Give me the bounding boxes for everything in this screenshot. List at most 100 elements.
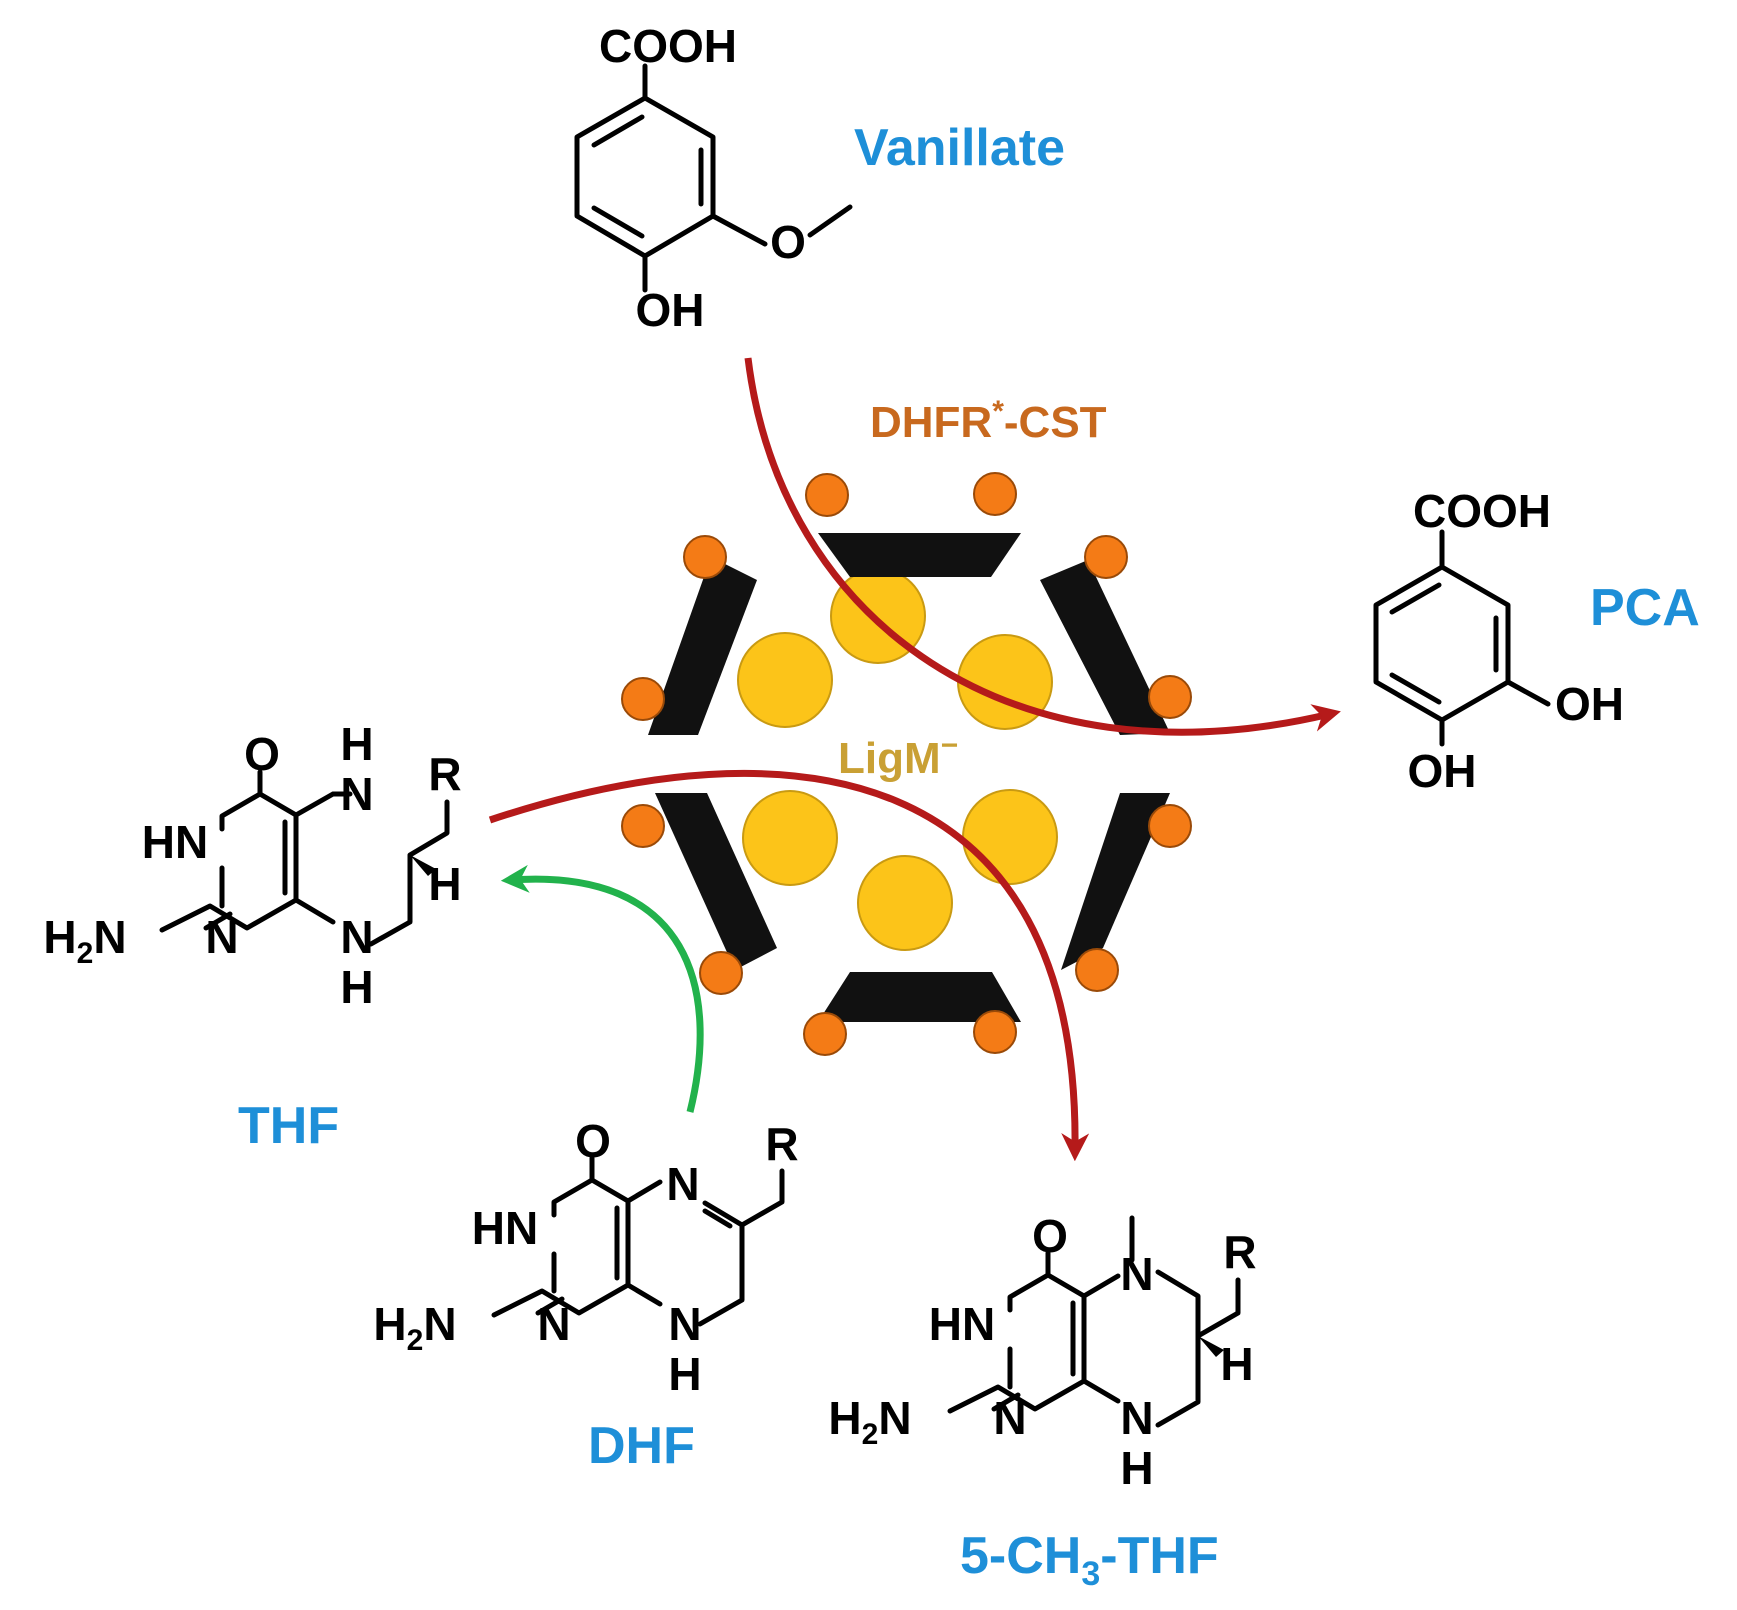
cage-node [973, 472, 1017, 516]
cage-nodes [621, 472, 1192, 1056]
enzyme-label-base: LigM [838, 734, 941, 783]
dhf-n8: N [668, 1298, 701, 1350]
methyl-thf-double-bonds [991, 1300, 1076, 1412]
cage-node [1075, 948, 1119, 992]
cage-node [683, 535, 727, 579]
thf-hn: HN [142, 816, 208, 868]
dhf-n-ring: N [537, 1298, 570, 1350]
vanillate-methoxy-o: O [770, 216, 806, 268]
cage-node [1148, 804, 1192, 848]
pca-structure: COOH OH OH [1373, 485, 1624, 797]
cage-struts [648, 533, 1170, 1022]
thf-wedge [410, 855, 436, 876]
thf-structure: O HN N H N N H H R H2N [43, 718, 461, 1013]
vanillate-label: Vanillate [854, 119, 1065, 177]
pca-oh-right: OH [1555, 678, 1624, 730]
cage-strut-upper-left [648, 557, 757, 735]
dhf-n8-h: H [668, 1348, 701, 1400]
thf-r: R [428, 748, 461, 800]
vanillate-inner-bonds [591, 114, 704, 239]
complex-label-suffix: -CST [1004, 398, 1107, 447]
enzyme-sphere [737, 632, 833, 728]
vanillate-to-pca-arrow [744, 357, 1341, 736]
cage-node [805, 473, 849, 517]
complex-label-superscript: * [992, 395, 1004, 428]
pca-label: PCA [1590, 579, 1700, 637]
thf-n5-h: H [340, 718, 373, 770]
methyl-thf-h2n-sub: 2 [862, 1418, 879, 1451]
thf-h-stereo: H [428, 858, 461, 910]
cage-node [1084, 535, 1128, 579]
thf-n8-h: H [340, 961, 373, 1013]
complex-label-base: DHFR [870, 398, 992, 447]
methyl-thf-hn: HN [929, 1298, 995, 1350]
methyl-thf-n5: N [1120, 1248, 1153, 1300]
methyl-thf-label-subscript: 3 [1081, 1555, 1100, 1593]
enzyme-sphere [962, 789, 1058, 885]
thf-h2n-sub: 2 [77, 937, 94, 970]
methyl-thf-structure: O HN N N N H H R H2N [828, 1210, 1256, 1494]
methyl-thf-r: R [1223, 1226, 1256, 1278]
dhf-bonds [491, 1155, 785, 1327]
dhfr-cst-cage [621, 472, 1192, 1056]
cage-strut-top [818, 533, 1021, 577]
cage-strut-bottom [818, 972, 1021, 1022]
methyl-thf-h2n-n: N [878, 1392, 911, 1444]
thf-h2n: H2N [43, 911, 126, 970]
vanillate-ring [574, 95, 716, 259]
cage-node [699, 951, 743, 995]
methyl-thf-o: O [1032, 1210, 1068, 1262]
cage-node [803, 1012, 847, 1056]
dhf-to-thf-regeneration-arrow [500, 864, 704, 1113]
vanillate-structure: COOH OH O [574, 20, 853, 336]
dhf-r: R [765, 1118, 798, 1170]
thf-n5: N [340, 768, 373, 820]
pca-cooh: COOH [1413, 485, 1551, 537]
methyl-thf-n-ring: N [993, 1392, 1026, 1444]
pca-substituent-bonds [1439, 529, 1551, 747]
vanillate-cooh: COOH [599, 20, 737, 72]
dhf-o: O [575, 1115, 611, 1167]
thf-bonds [159, 769, 450, 947]
cage-node [973, 1010, 1017, 1054]
enzyme-sphere [742, 790, 838, 886]
thf-h2n-h: H [43, 911, 76, 963]
enzyme-sphere [857, 855, 953, 951]
dhf-structure: O HN N N N H R H2N [373, 1115, 798, 1400]
thf-label: THF [238, 1097, 339, 1155]
dhf-n5: N [666, 1158, 699, 1210]
methyl-thf-bonds [947, 1215, 1241, 1428]
vanillate-substituent-bonds [642, 63, 853, 293]
pca-ring [1373, 564, 1511, 723]
dhf-h2n-h: H [373, 1298, 406, 1350]
thf-n-ring: N [205, 911, 238, 963]
pca-inner-bonds [1389, 582, 1499, 705]
thf-n8: N [340, 911, 373, 963]
methyl-thf-h-stereo: H [1220, 1338, 1253, 1390]
dhf-h2n: H2N [373, 1298, 456, 1357]
methyl-thf-label-prefix: 5-CH [960, 1527, 1081, 1585]
enzyme-label-superscript: − [941, 729, 959, 762]
methyl-thf-n8: N [1120, 1392, 1153, 1444]
cage-node [621, 677, 665, 721]
cage-node [621, 804, 665, 848]
thf-h2n-n: N [93, 911, 126, 963]
pca-oh-bottom: OH [1408, 745, 1477, 797]
dhf-hn: HN [472, 1202, 538, 1254]
thf-to-methyl-thf-arrow [488, 770, 1090, 1162]
dhf-double-bonds [535, 1205, 733, 1316]
dhf-h2n-n: N [423, 1298, 456, 1350]
methyl-thf-h2n-h: H [828, 1392, 861, 1444]
thf-double-bonds [203, 819, 288, 931]
methyl-thf-n8-h: H [1120, 1442, 1153, 1494]
complex-label: DHFR*-CST [870, 395, 1107, 447]
thf-o: O [244, 728, 280, 780]
methyl-thf-h2n: H2N [828, 1392, 911, 1451]
cage-strut-upper-right [1040, 560, 1170, 735]
cage-node [1148, 675, 1192, 719]
methyl-thf-wedge [1198, 1336, 1224, 1357]
cage-strut-lower-left [655, 793, 777, 970]
dhf-label: DHF [588, 1417, 695, 1475]
